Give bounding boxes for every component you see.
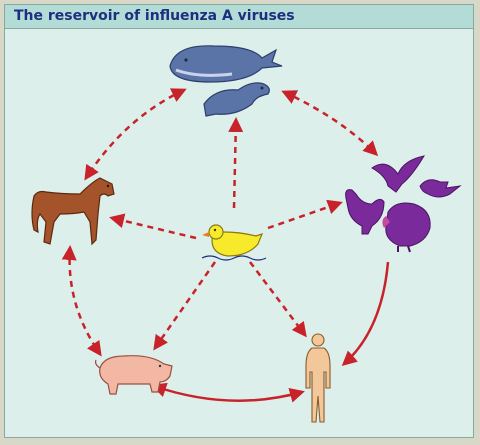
diagram-title: The reservoir of influenza A viruses bbox=[14, 8, 295, 24]
small-bird-icon bbox=[419, 179, 462, 198]
arrow-birds-to-human bbox=[341, 261, 390, 367]
arrow-duck-to-marine bbox=[228, 117, 244, 209]
seal-icon bbox=[203, 82, 270, 117]
turkey-icon bbox=[382, 202, 431, 253]
duck-icon bbox=[201, 224, 267, 261]
whale-icon bbox=[169, 45, 283, 83]
chicken-icon bbox=[345, 189, 385, 235]
arrow-pig-human bbox=[151, 382, 305, 403]
arrow-duck-to-human bbox=[249, 261, 307, 338]
flying-bird-icon bbox=[371, 155, 426, 193]
arrow-marine-horse bbox=[84, 88, 187, 181]
arrow-duck-to-horse bbox=[109, 213, 197, 240]
horse-icon bbox=[31, 177, 115, 246]
arrow-horse-pig bbox=[61, 245, 102, 357]
title-bar: The reservoir of influenza A viruses bbox=[5, 5, 473, 29]
pig-icon bbox=[94, 355, 173, 395]
arrow-duck-to-pig bbox=[153, 261, 217, 351]
transmission-arrows bbox=[61, 88, 390, 403]
human-icon bbox=[305, 333, 331, 423]
arrow-marine-birds bbox=[281, 90, 379, 157]
arrow-duck-to-birds bbox=[267, 199, 343, 230]
